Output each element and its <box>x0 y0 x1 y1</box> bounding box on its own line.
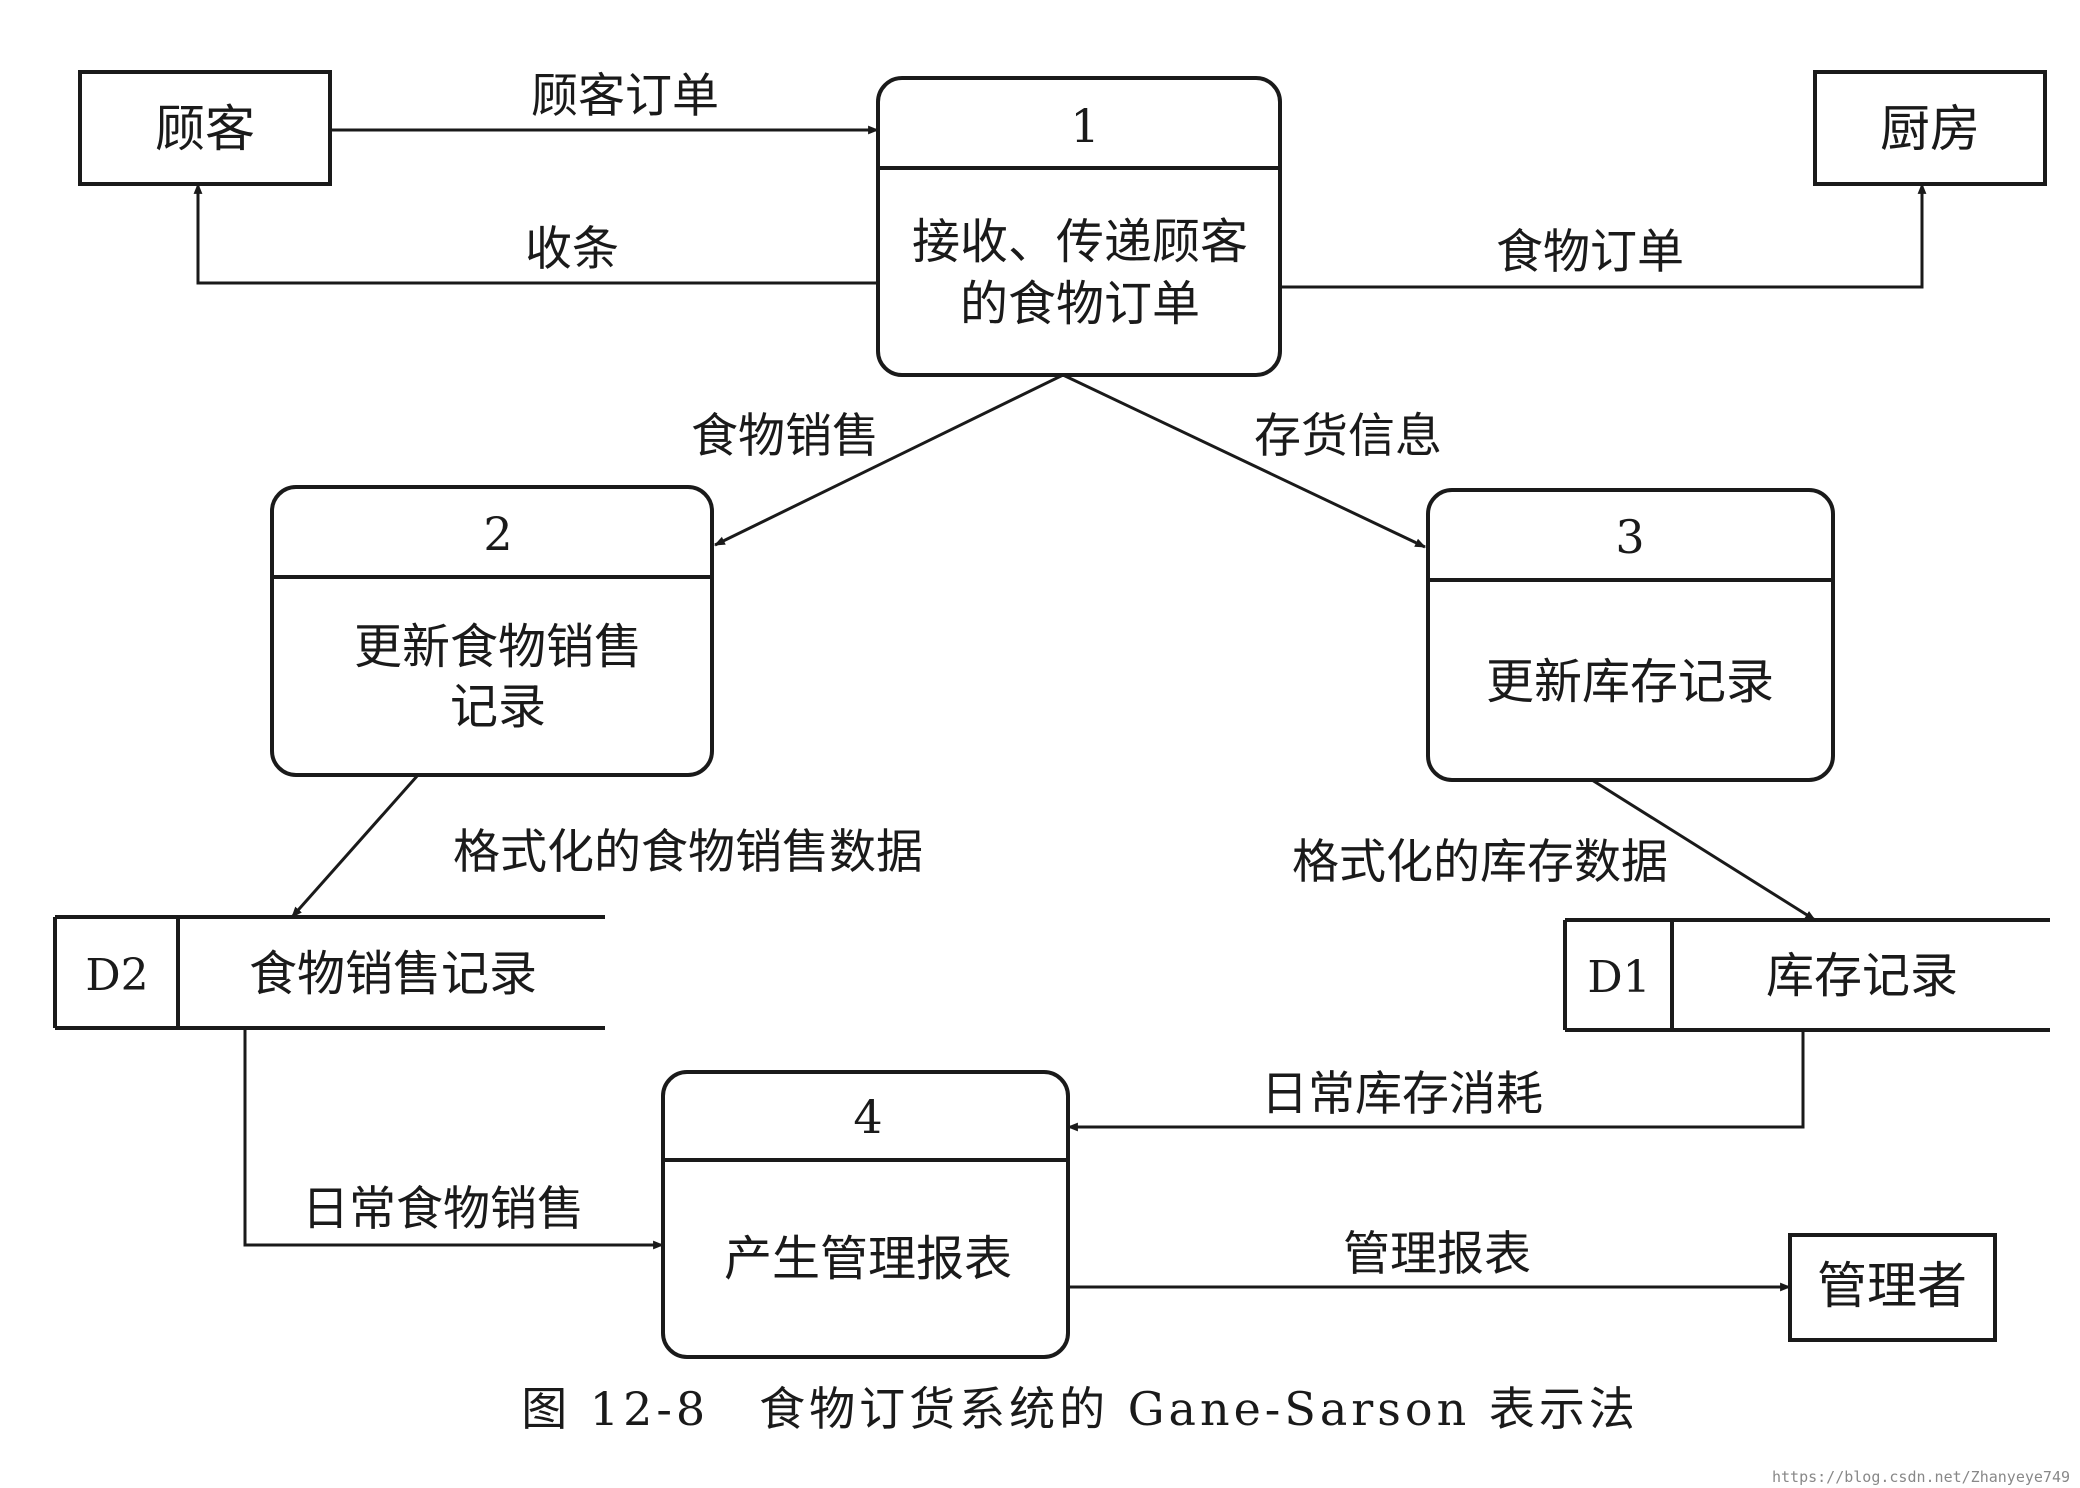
flow-formatted-sales: 格式化的食物销售数据 <box>290 774 923 918</box>
watermark-text: https://blog.csdn.net/Zhanyeye749 <box>1772 1468 2070 1486</box>
data-store-d1-name: 库存记录 <box>1766 948 1958 1004</box>
process-1-number: 1 <box>1070 99 1099 153</box>
entity-customer-label: 顾客 <box>155 100 255 158</box>
flow-daily-sales: 日常食物销售 <box>243 1028 665 1250</box>
entity-manager-label: 管理者 <box>1817 1257 1967 1315</box>
flow-inventory-info-label: 存货信息 <box>1254 409 1442 464</box>
flow-daily-inventory-label: 日常库存消耗 <box>1261 1067 1543 1122</box>
flow-food-sales-label: 食物销售 <box>691 409 879 464</box>
entity-kitchen-label: 厨房 <box>1880 100 1980 158</box>
flow-customer-order: 顾客订单 <box>330 69 880 135</box>
process-1-name-line2: 的食物订单 <box>960 276 1200 332</box>
flow-food-sales: 食物销售 <box>691 373 1064 547</box>
flow-formatted-inventory-label: 格式化的库存数据 <box>1292 835 1668 890</box>
flow-daily-sales-label: 日常食物销售 <box>302 1182 584 1237</box>
flow-receipt-label: 收条 <box>525 222 619 277</box>
data-store-d2-id: D2 <box>85 950 148 1001</box>
entity-kitchen: 厨房 <box>1813 70 2047 186</box>
data-store-d2-name: 食物销售记录 <box>249 946 537 1002</box>
process-3-number: 3 <box>1615 510 1644 564</box>
process-1-name-line1: 接收、传递顾客 <box>912 214 1248 270</box>
flow-inventory-info: 存货信息 <box>1062 373 1442 549</box>
flow-formatted-inventory: 格式化的库存数据 <box>1292 778 1816 922</box>
process-2-name-line2: 记录 <box>450 679 546 735</box>
data-store-d1-id: D1 <box>1587 952 1650 1003</box>
flow-food-order-label: 食物订单 <box>1496 225 1684 280</box>
process-3-name-line1: 更新库存记录 <box>1486 654 1774 710</box>
process-2: 2 更新食物销售 记录 <box>270 485 714 777</box>
flow-formatted-sales-label: 格式化的食物销售数据 <box>453 825 923 880</box>
entity-manager: 管理者 <box>1788 1233 1997 1342</box>
flow-daily-inventory: 日常库存消耗 <box>1066 1030 1805 1132</box>
process-4-name-line1: 产生管理报表 <box>724 1231 1012 1287</box>
process-1: 1 接收、传递顾客 的食物订单 <box>876 76 1282 377</box>
flow-mgmt-report: 管理报表 <box>1068 1227 1792 1292</box>
data-store-d2: D2 食物销售记录 <box>53 915 605 1030</box>
figure-caption: 图 12-8 食物订货系统的 Gane-Sarson 表示法 <box>521 1382 1639 1436</box>
flow-customer-order-label: 顾客订单 <box>531 69 719 124</box>
flow-food-order: 食物订单 <box>1280 182 1927 289</box>
process-2-number: 2 <box>483 507 512 561</box>
flow-receipt: 收条 <box>193 182 878 285</box>
entity-customer: 顾客 <box>78 70 332 186</box>
data-store-d1: D1 库存记录 <box>1563 918 2050 1032</box>
process-4: 4 产生管理报表 <box>661 1070 1070 1359</box>
process-3: 3 更新库存记录 <box>1426 488 1835 782</box>
flow-mgmt-report-label: 管理报表 <box>1343 1227 1531 1282</box>
process-4-number: 4 <box>853 1090 882 1144</box>
process-2-name-line1: 更新食物销售 <box>354 619 642 675</box>
